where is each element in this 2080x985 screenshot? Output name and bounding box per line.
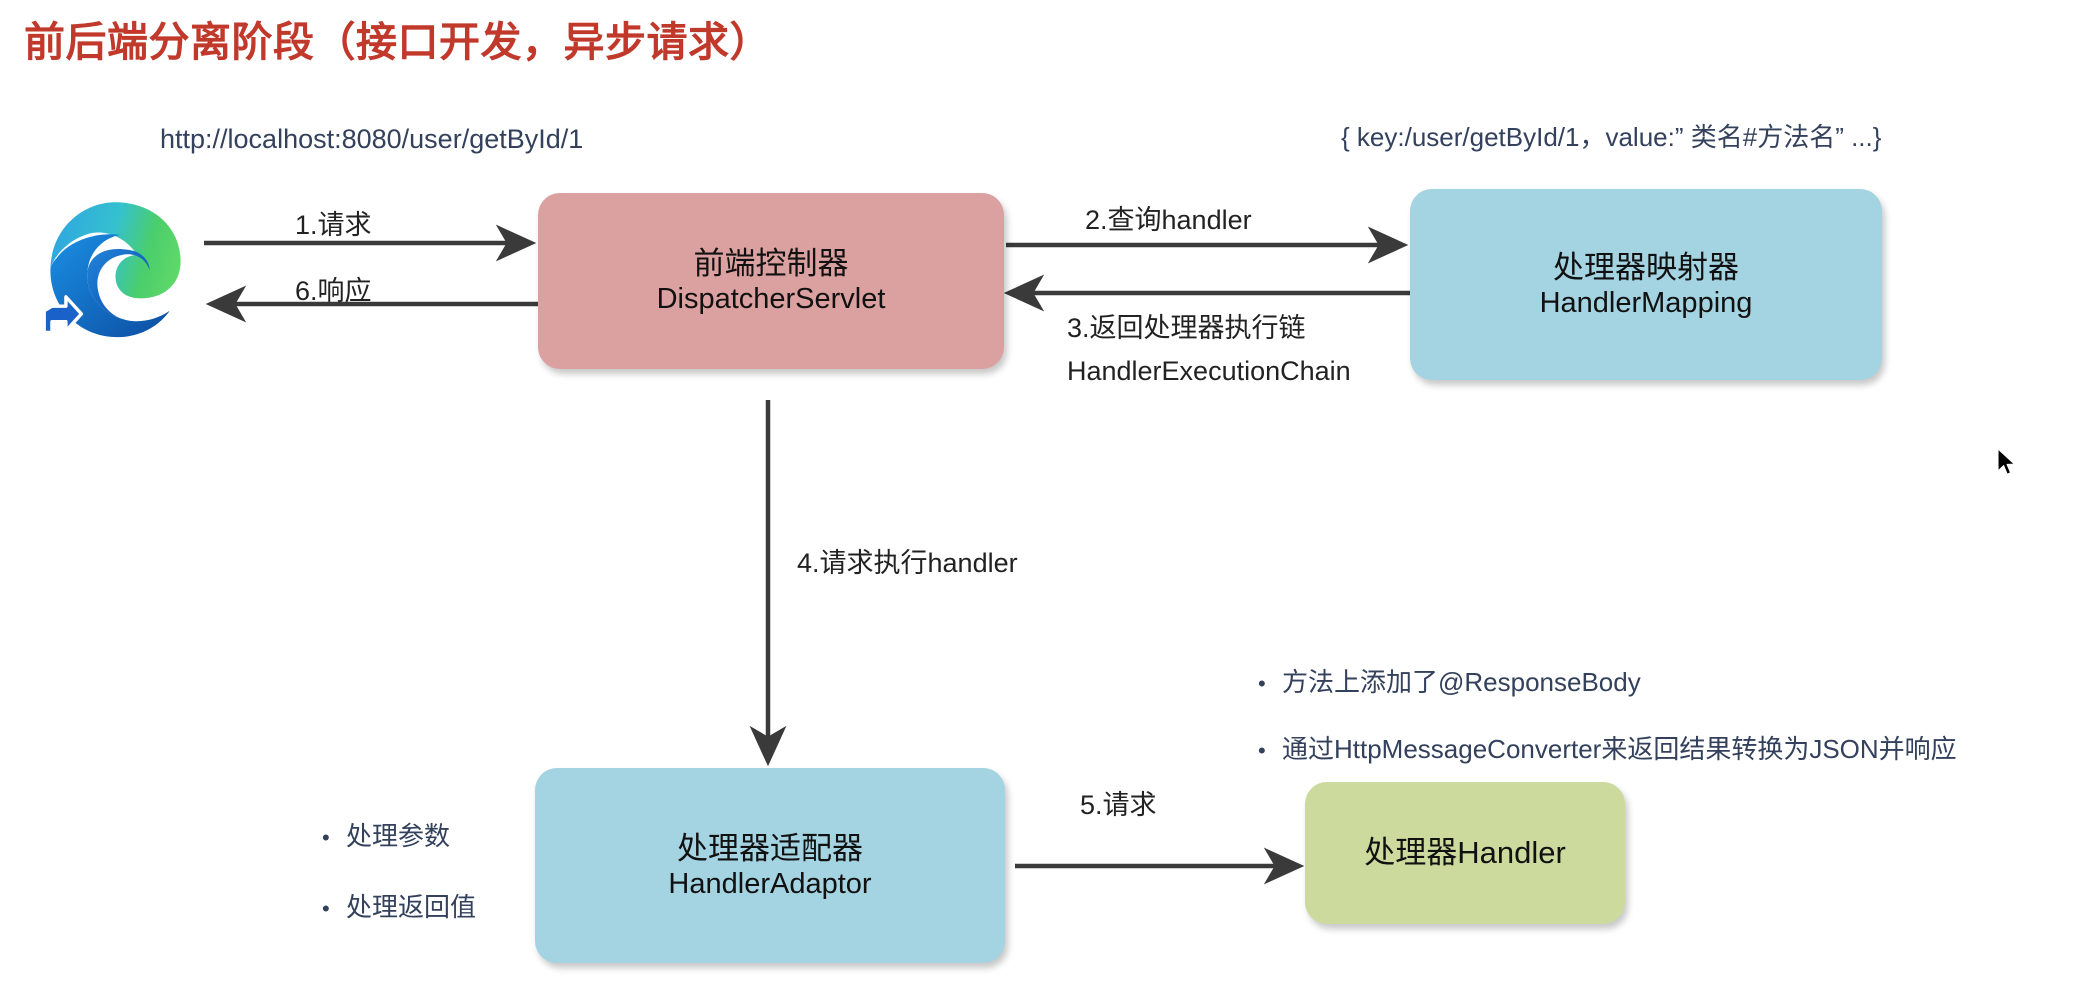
- list-item-label: 处理参数: [346, 821, 451, 851]
- request-url-note: http://localhost:8080/user/getById/1: [160, 124, 584, 154]
- response-body-notes: • 方法上添加了@ResponseBody • 通过HttpMessageCon…: [1258, 662, 1957, 796]
- bullet-icon: •: [1258, 671, 1266, 696]
- node-dispatcher-en: DispatcherServlet: [656, 283, 886, 316]
- list-item: • 方法上添加了@ResponseBody: [1258, 662, 1957, 699]
- mapping-entry-note: { key:/user/getById/1，value:” 类名#方法名” ..…: [1341, 122, 1882, 152]
- arrow-label-2: 2.查询handler: [1085, 205, 1252, 235]
- list-item-label: 通过HttpMessageConverter来返回结果转换为JSON并响应: [1282, 734, 1957, 764]
- list-item: • 处理参数: [322, 816, 476, 853]
- list-item-label: 方法上添加了@ResponseBody: [1282, 667, 1641, 697]
- arrow-label-3: 3.返回处理器执行链: [1067, 313, 1306, 343]
- list-item: • 通过HttpMessageConverter来返回结果转换为JSON并响应: [1258, 729, 1957, 766]
- arrow-label-5: 5.请求: [1080, 790, 1157, 820]
- node-handler-mapping-en: HandlerMapping: [1539, 286, 1753, 319]
- node-dispatcher-cn: 前端控制器: [693, 246, 849, 281]
- bullet-icon: •: [322, 896, 330, 921]
- node-handler-cn: 处理器Handler: [1364, 835, 1566, 871]
- arrow-label-1: 1.请求: [295, 210, 372, 240]
- node-dispatcher-servlet[interactable]: 前端控制器 DispatcherServlet: [538, 193, 1004, 369]
- arrow-label-4: 4.请求执行handler: [797, 548, 1018, 578]
- bullet-icon: •: [1258, 738, 1266, 763]
- arrow-label-3-sub: HandlerExecutionChain: [1067, 356, 1351, 386]
- page-title: 前后端分离阶段（接口开发，异步请求）: [24, 19, 771, 65]
- handler-adaptor-notes: • 处理参数 • 处理返回值: [322, 816, 476, 958]
- node-handler-adaptor-cn: 处理器适配器: [677, 830, 863, 866]
- edge-browser-icon: [38, 193, 193, 348]
- node-handler-mapping-cn: 处理器映射器: [1553, 249, 1739, 285]
- arrow-label-6: 6.响应: [295, 276, 372, 306]
- bullet-icon: •: [322, 825, 330, 850]
- list-item: • 处理返回值: [322, 887, 476, 924]
- node-handler[interactable]: 处理器Handler: [1305, 782, 1625, 924]
- node-handler-adaptor[interactable]: 处理器适配器 HandlerAdaptor: [535, 768, 1005, 963]
- node-handler-adaptor-en: HandlerAdaptor: [668, 867, 872, 900]
- mouse-cursor-icon: [1997, 448, 2019, 478]
- list-item-label: 处理返回值: [346, 892, 477, 922]
- node-handler-mapping[interactable]: 处理器映射器 HandlerMapping: [1410, 189, 1882, 380]
